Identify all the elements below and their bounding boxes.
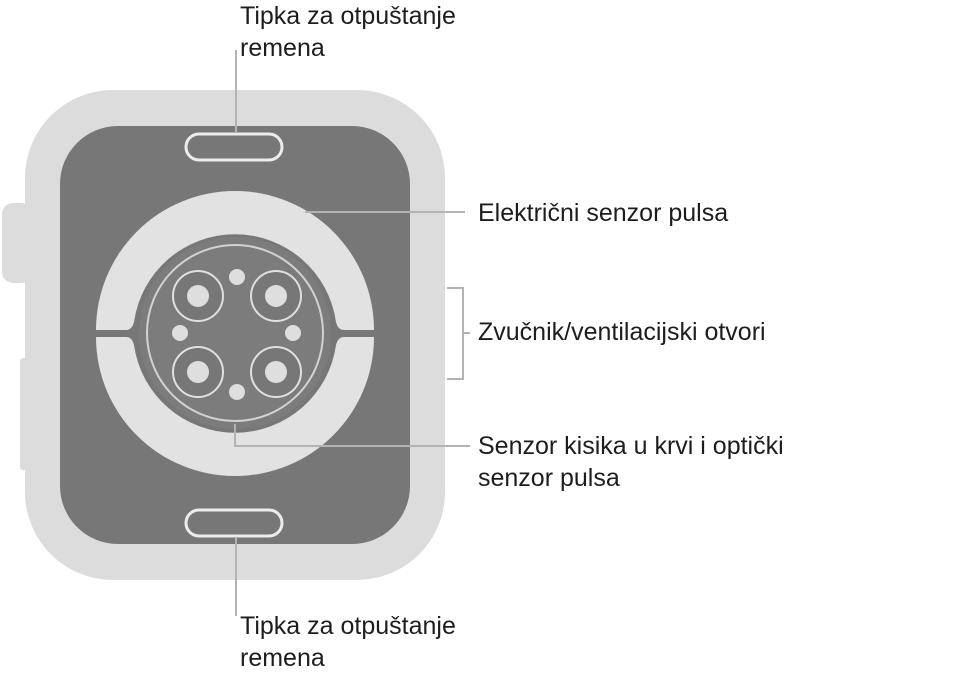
optical-sensor-lens-top-right (250, 270, 302, 322)
sensor-led-right (285, 325, 301, 341)
label-band-release-top: Tipka za otpuštanje remena (240, 0, 456, 64)
digital-crown (2, 203, 32, 283)
label-electrical-heart-sensor-text: Električni senzor pulsa (478, 199, 729, 227)
label-blood-oxygen-sensor: Senzor kisika u krvi i optički senzor pu… (478, 430, 784, 494)
sensor-led-left (172, 325, 188, 341)
optical-sensor-lens-top-left (172, 270, 224, 322)
sensor-core-inner-ring (146, 244, 324, 422)
sensor-core (139, 237, 331, 429)
label-blood-oxygen-sensor-line2: senzor pulsa (478, 464, 620, 492)
electrical-heart-sensor-ring (96, 191, 374, 476)
label-electrical-heart-sensor: Električni senzor pulsa (478, 197, 728, 229)
leader-line-speaker-vents (447, 287, 464, 380)
optical-sensor-lens-bottom-right (250, 346, 302, 398)
label-band-release-top-line2: remena (240, 34, 325, 62)
electrical-sensor-lower-half (96, 337, 374, 476)
label-blood-oxygen-sensor-line1: Senzor kisika u krvi i optički (478, 432, 784, 460)
label-band-release-top-line1: Tipka za otpuštanje (240, 2, 456, 30)
band-release-button-bottom (184, 508, 284, 538)
electrical-sensor-upper-half (96, 191, 374, 330)
label-band-release-bottom-line1: Tipka za otpuštanje (240, 612, 456, 640)
label-speaker-vents: Zvučnik/ventilacijski otvori (478, 316, 766, 348)
label-speaker-vents-text: Zvučnik/ventilacijski otvori (478, 318, 766, 346)
label-band-release-bottom: Tipka za otpuštanje remena (240, 610, 456, 674)
sensor-led-bottom (229, 384, 245, 400)
leader-line-blood-oxygen-sensor (234, 424, 470, 447)
label-band-release-bottom-line2: remena (240, 644, 325, 672)
optical-sensor-lens-bottom-left (172, 346, 224, 398)
sensor-led-top (229, 269, 245, 285)
band-release-button-top (184, 132, 284, 162)
